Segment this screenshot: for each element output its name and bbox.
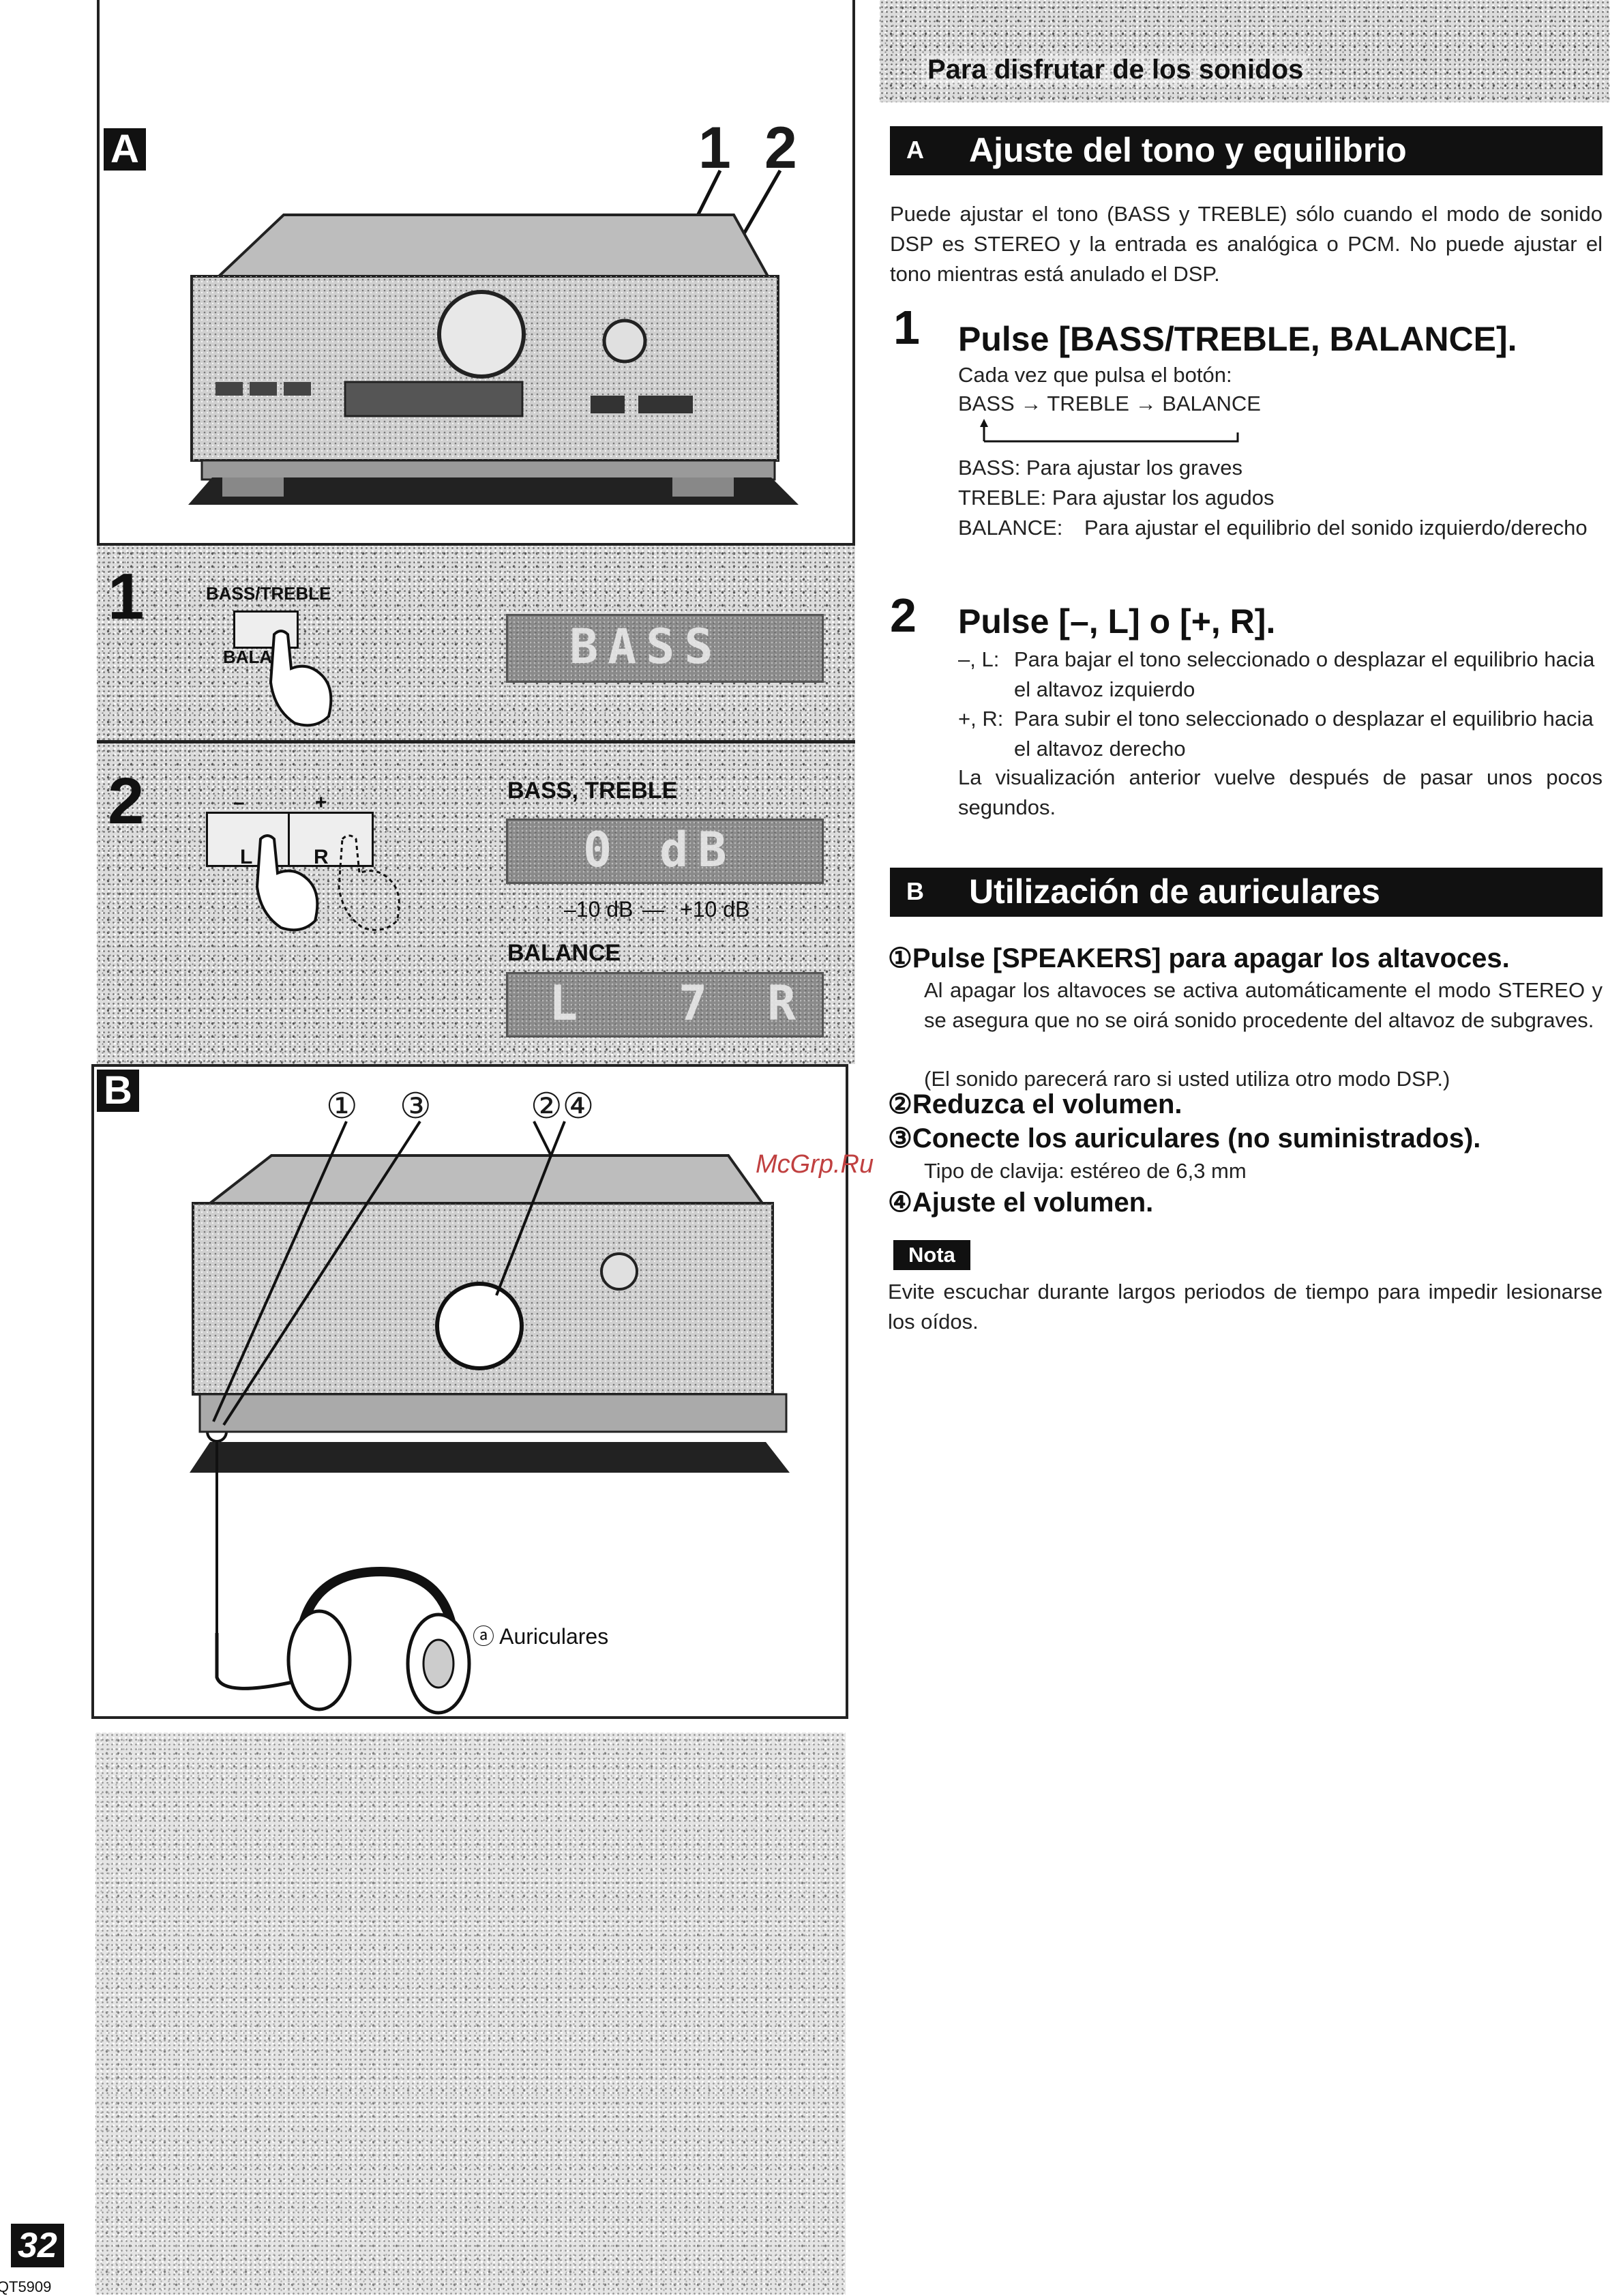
step1-display: BASS [506,614,824,683]
b-item1-body: Al apagar los altavoces se activa automá… [924,978,1603,1032]
headphones-label: ⓐ Auriculares [473,1624,609,1649]
section-a-heading: A Ajuste del tono y equilibrio [890,126,1603,175]
section-b-heading: B Utilización de auriculares [890,868,1603,917]
range-high: +10 dB [680,897,750,922]
a-step1-balance-key: BALANCE: [958,516,1063,540]
figure-b-panel: B ① ③ ②④ ⓐ Auriculares [91,1064,848,1719]
step1-display-text: BASS [569,619,723,675]
plus-r-button[interactable] [288,812,374,867]
callout-1: 1 [698,115,731,181]
balance-display-r: R [767,975,806,1031]
minus-label: – [233,791,245,814]
range-sep: — [642,897,664,922]
range-low: –10 dB [564,897,634,922]
callout-2: 2 [764,115,797,181]
pressing-hands-icon [255,834,400,932]
receiver-illustration-a [188,169,799,505]
a-step1-treble: TREBLE: Para ajustar los agudos [958,486,1275,510]
callout-circled-1: ① [326,1087,358,1126]
a-step2-number: 2 [890,589,917,642]
section-b-tag: B [906,877,924,905]
balance-button-label: BALA [223,647,273,667]
b-item3-body: Tipo de clavija: estéreo de 6,3 mm [924,1159,1247,1183]
a-step2-minus-val: Para bajar el tono seleccionado o despla… [1014,647,1595,701]
pressing-hand-icon [269,630,333,727]
nota-body: Evite escuchar durante largos periodos d… [888,1280,1603,1334]
section-a-title: Ajuste del tono y equilibrio [969,131,1407,169]
balance-label: BALANCE [507,940,621,966]
section-header-title: Para disfrutar de los sonidos [922,55,1309,85]
figure-a-panel: A 1 2 [97,0,855,546]
bass-treble-button[interactable] [233,610,299,649]
a-step1-line1: Cada vez que pulsa el botón: [958,363,1232,387]
a-step2-plus-key: +, R: [958,707,1004,731]
a-step1-title: Pulse [BASS/TREBLE, BALANCE]. [958,320,1517,358]
a-step1-bass: BASS: Para ajustar los graves [958,456,1242,480]
balance-display: L 7 R [506,972,824,1037]
cycle-return-arrow [980,419,1239,443]
step1-number: 1 [108,560,145,633]
bass-treble-label: BASS, TREBLE [507,778,678,804]
document-code: RQT5909 [0,2278,52,2295]
plus-label: + [315,791,327,814]
a-step1-number: 1 [893,301,920,354]
bass-treble-button-label: BASS/TREBLE [206,583,331,604]
receiver-headphones-illustration [190,1120,790,1715]
b-item1-note: (El sonido parecerá raro si usted utiliz… [924,1067,1450,1091]
a-step2-minus-key: –, L: [958,647,1000,671]
b-item1-title: ①Pulse [SPEAKERS] para apagar los altavo… [888,943,1510,973]
balance-display-mid: 7 [679,975,717,1031]
step1-figure-band: 1 BASS/TREBLE BALA BASS [97,546,855,740]
bass-treble-display: 0 dB [506,819,824,884]
l-label: L [240,846,253,868]
nota-badge: Nota [893,1240,970,1270]
section-b-title: Utilización de auriculares [969,872,1380,911]
minus-l-button[interactable] [206,812,292,867]
page-number: 32 [11,2224,64,2267]
step2-figure-band: 2 – + L R BASS, TREBLE 0 dB –10 dB — +10… [97,744,855,1064]
step-divider [97,740,855,744]
a-step1-cycle: BASS → TREBLE → BALANCE [958,392,1261,415]
a-step2-note: La visualización anterior vuelve después… [958,765,1603,819]
section-a-tag: A [906,136,924,164]
section-header-band: Para disfrutar de los sonidos [880,0,1609,102]
a-step2-title: Pulse [–, L] o [+, R]. [958,602,1276,641]
callout-circled-3: ③ [400,1087,432,1126]
watermark: McGrp.Ru [756,1150,874,1179]
b-item2-title: ②Reduzca el volumen. [888,1089,1182,1119]
r-label: R [314,846,329,868]
callout-circled-24: ②④ [531,1087,595,1126]
a-step2-plus-val: Para subir el tono seleccionado o despla… [1014,707,1594,761]
b-item4-title: ④Ajuste el volumen. [888,1188,1154,1218]
figure-b-label: B [97,1070,139,1112]
a-step1-balance-val: Para ajustar el equilibrio del sonido iz… [1084,516,1588,540]
figure-a-label: A [104,128,146,171]
b-item3-title: ③Conecte los auriculares (no suministrad… [888,1123,1481,1153]
step2-number: 2 [108,765,145,838]
bass-treble-display-text: 0 dB [583,822,736,878]
lower-left-speckle [95,1733,846,2295]
section-a-intro: Puede ajustar el tono (BASS y TREBLE) só… [890,202,1603,286]
balance-display-l: L [549,975,588,1031]
